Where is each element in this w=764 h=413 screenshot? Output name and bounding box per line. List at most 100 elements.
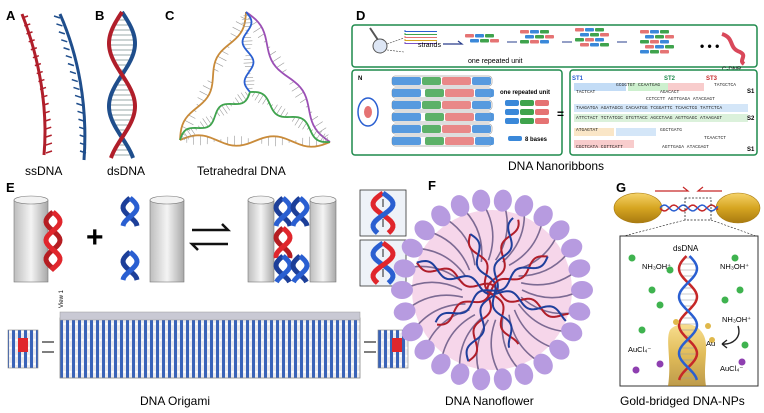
panel-a: A ssDNA <box>6 8 87 178</box>
sequence-line: TAAGATGA AGATAGCG CACAATGG TCGGATTC TCAA… <box>576 105 722 111</box>
flower-petal <box>549 339 570 360</box>
flower-petal <box>393 302 416 321</box>
sequence-line: TATGCTCA <box>714 82 736 88</box>
s1-label-top: S1 <box>747 89 755 95</box>
st2-label: ST2 <box>664 76 676 82</box>
repeated-unit-small <box>505 100 549 124</box>
sequence-highlights <box>574 83 748 148</box>
flower-petal <box>571 281 593 299</box>
sequence-line: GGCTGATG <box>660 127 682 133</box>
ellipsis-text: • • • <box>700 39 719 53</box>
flower-petal <box>568 259 591 278</box>
panel-e-letter: E <box>6 180 15 195</box>
origami-ribbon-bar <box>59 317 361 379</box>
ssdna-strand-blue <box>58 13 87 161</box>
sequence-line: ATTCTACT TCTATCGC GTGTTACC AGCCTAAG AGTT… <box>576 115 722 121</box>
reductant-molecule <box>666 266 674 274</box>
n-label: N <box>358 76 362 82</box>
panel-a-letter: A <box>6 8 16 23</box>
unit-label-2: one repeated unit <box>500 90 550 96</box>
panel-f: F DNA Nanoflower <box>391 178 593 408</box>
cdnr-ribbon-icon <box>721 32 746 66</box>
panel-d: D strands one repeated unit • • • C-DNR … <box>351 8 758 173</box>
sequence-line: TACTCAT <box>576 89 596 95</box>
nh3oh-label-2: NH₃OH⁺ <box>720 262 749 271</box>
sequence-line: GCGGTGT CCAATGAG <box>616 82 660 88</box>
st1-label: ST1 <box>572 76 584 82</box>
nh3oh-label-3: NH₃OH⁺ <box>722 315 751 324</box>
panel-b-letter: B <box>95 8 104 23</box>
equilibrium-arrows <box>188 223 232 251</box>
sequence-line: TCAACTCT <box>704 135 726 141</box>
sequence-line: AGACACT <box>660 89 680 95</box>
gold-nanoparticle-dimer <box>613 186 761 237</box>
gold-atom <box>705 323 711 329</box>
s1-label-bottom: S1 <box>747 147 755 153</box>
panel-g: G dsDNA NH₃OH⁺ NH₃OH⁺ NH₃OH⁺ Au AuCl₄⁻ A… <box>613 180 761 408</box>
reaction-arrowhead <box>721 339 728 349</box>
flower-petal <box>391 281 413 299</box>
reductant-molecule <box>721 296 729 304</box>
flower-petal <box>431 353 451 375</box>
eight-bases-label: 8 bases <box>525 137 548 143</box>
dsdna-label-g: dsDNA <box>673 244 699 253</box>
panel-d-caption: DNA Nanoribbons <box>508 159 604 173</box>
flower-petal <box>401 238 423 258</box>
flower-petal <box>414 339 435 360</box>
repeated-unit-illustrations <box>465 28 674 54</box>
plus-sign: + <box>86 221 104 254</box>
panel-c-letter: C <box>165 8 175 23</box>
gold-atom <box>673 319 679 325</box>
panel-d-letter: D <box>356 8 365 23</box>
panel-c: C Tetrahedral DNA <box>165 8 331 178</box>
one-repeated-unit-label: one repeated unit <box>468 58 523 65</box>
flower-petal <box>414 220 435 241</box>
equals-sign: = <box>557 107 564 121</box>
flower-petal <box>401 322 423 342</box>
au-label: Au <box>706 339 715 348</box>
panel-c-caption: Tetrahedral DNA <box>197 164 286 178</box>
tetrahedral-dna-structure <box>179 11 331 148</box>
flower-petal <box>472 189 491 212</box>
ssdna-bases <box>21 15 87 154</box>
flower-petal <box>493 368 512 391</box>
flower-petal <box>549 220 570 241</box>
ribbon-loop-icon <box>357 97 379 127</box>
flower-petal <box>450 363 470 385</box>
strands-illustration <box>386 30 464 53</box>
nanoflower-illustration <box>391 189 593 391</box>
s2-label: S2 <box>747 116 755 122</box>
reductant-molecule <box>628 254 636 262</box>
gold-salt-molecule <box>632 366 640 374</box>
reductant-molecule <box>731 254 739 262</box>
eight-bases-swatch <box>508 136 522 141</box>
origami-end-right <box>364 329 409 369</box>
flower-petal <box>450 195 470 217</box>
flower-petal <box>514 363 534 385</box>
gold-salt-molecule <box>738 358 746 366</box>
view-label: View 1 <box>59 289 65 308</box>
flower-petal <box>561 238 583 258</box>
panel-f-letter: F <box>428 178 436 193</box>
nh3oh-label-1: NH₃OH⁺ <box>642 262 671 271</box>
reductant-molecule <box>638 326 646 334</box>
nanoribbon-rows <box>391 75 494 147</box>
panel-e-caption: DNA Origami <box>140 394 210 408</box>
pipette-icon <box>369 27 388 54</box>
inset-zoom-views <box>359 189 407 287</box>
reaction-arrow <box>721 325 740 345</box>
aucl4-label-1: AuCl₄⁻ <box>628 345 651 354</box>
sequence-line: ATGAGTAT <box>576 127 598 133</box>
flower-petal <box>533 205 553 227</box>
origami-end-left <box>7 329 54 369</box>
origami-ribbon-top <box>59 311 361 321</box>
panel-b-caption: dsDNA <box>107 164 145 178</box>
flower-petal <box>561 322 583 342</box>
origami-helix-bundles <box>13 195 337 284</box>
flower-petal <box>533 353 553 375</box>
ssdna-strand-red <box>20 13 47 156</box>
flower-petal <box>472 368 491 391</box>
gold-atom <box>709 337 715 343</box>
reductant-molecule <box>736 286 744 294</box>
